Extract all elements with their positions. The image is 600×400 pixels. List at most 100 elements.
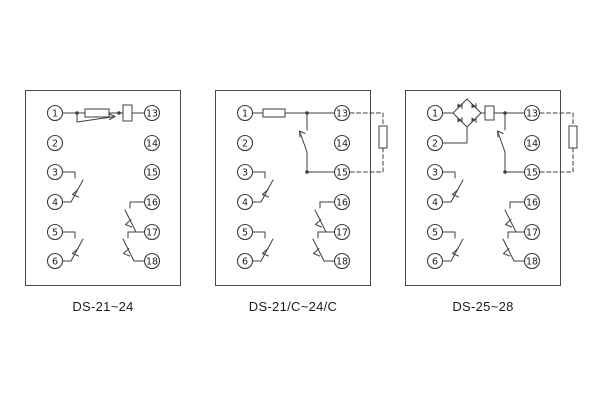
external-resistor-dashed-leads [349,112,384,173]
terminal-number: 15 [336,168,348,179]
relay-case-outline [25,90,181,286]
contact-arrow-icon [503,248,510,257]
terminal-3: 3 [46,163,64,181]
relay-case-outline [405,90,561,286]
terminal-number: 13 [146,109,158,120]
contact-arrow-icon [72,189,79,198]
terminal-number: 4 [52,198,58,209]
terminal-18: 18 [333,252,351,270]
terminal-15: 15 [143,163,161,181]
terminal-4: 4 [236,193,254,211]
terminal-5: 5 [236,223,254,241]
terminal-number: 16 [336,198,348,209]
terminal-4: 4 [426,193,444,211]
terminal-number: 5 [432,228,438,239]
terminal-number: 17 [146,228,158,239]
terminal-number: 18 [526,257,538,268]
terminal-number: 2 [242,139,248,150]
terminal-circle [426,223,444,241]
contact-16-17-blade [314,209,327,233]
terminal-2: 2 [46,134,64,152]
terminal-number: 6 [52,257,58,268]
relay-case-outline [215,90,371,286]
diode-icon [457,103,462,109]
terminal-number: 14 [336,139,348,150]
terminal-15: 15 [333,163,351,181]
terminal-number: 6 [242,257,248,268]
diagram-ds-25-28-svg: 1 2 3 4 5 6 13 14 15 16 17 18 [405,90,578,286]
contact-5-6-blade [62,238,84,262]
external-resistor-dashed-leads [539,112,574,173]
terminal-circle [523,104,541,122]
external-resistor-symbol [378,125,388,149]
terminal-18: 18 [523,252,541,270]
terminal-number: 16 [146,198,158,209]
contact-16-17-fixed [509,201,525,209]
contact-arrow-icon [262,189,269,198]
contact-16-17-blade [124,209,137,233]
terminal-number: 5 [242,228,248,239]
contact-5-6-blade [252,238,274,262]
terminal-circle [333,193,351,211]
terminal-16: 16 [523,193,541,211]
terminal-circle [426,193,444,211]
terminal-number: 6 [432,257,438,268]
terminal-circle [46,193,64,211]
terminal-5: 5 [46,223,64,241]
terminal-circle [236,193,254,211]
terminal-number: 4 [432,198,438,209]
terminal-16: 16 [143,193,161,211]
terminal-circle [523,223,541,241]
contact-arrow-icon [72,248,79,257]
contact-5-6-fixed [442,231,456,239]
terminal-17: 17 [523,223,541,241]
coil-symbol [262,108,286,118]
junction-dot [305,111,309,115]
terminal-6: 6 [236,252,254,270]
contact-arrow-icon [313,248,320,257]
terminal-circle [236,252,254,270]
contact-13-15-blade [299,130,308,173]
terminal-circle [236,163,254,181]
diode-icon [471,103,476,109]
terminal-14: 14 [143,134,161,152]
contact-3-4-fixed [442,171,456,179]
terminal-6: 6 [46,252,64,270]
diagram-ds-21-24: 1 2 3 4 5 6 13 14 15 16 17 18 DS-21~24 [25,90,215,314]
terminal-number: 3 [52,168,58,179]
terminal-circle [143,252,161,270]
terminal-3: 3 [236,163,254,181]
terminal-number: 1 [242,109,248,120]
terminal-circle [333,163,351,181]
junction-dot [75,111,79,115]
terminal-6: 6 [426,252,444,270]
contact-3-4-fixed [252,171,266,179]
contact-arrow-icon [109,113,116,120]
external-resistor-symbol [568,125,578,149]
contact-arrow-icon [452,248,459,257]
terminal-number: 15 [526,168,538,179]
terminal-circle [523,193,541,211]
terminal-2: 2 [236,134,254,152]
diagram-caption: DS-21~24 [72,299,134,314]
terminal-circle [333,252,351,270]
terminal-number: 16 [526,198,538,209]
contact-3-4-blade [442,179,464,203]
terminal-circle [426,134,444,152]
terminal-circle [426,252,444,270]
contact-arrow-icon [123,248,130,257]
terminal-13: 13 [143,104,161,122]
diagram-caption: DS-21/C~24/C [248,299,338,314]
terminal-circle [236,223,254,241]
terminal-circle [523,134,541,152]
junction-dot [305,170,309,174]
terminal-number: 1 [432,109,438,120]
diagram-ds-21c-24c: 1 2 3 4 5 6 13 14 15 16 17 18 DS-21/C~24… [215,90,405,314]
terminal-17: 17 [143,223,161,241]
contact-arrow-icon [315,219,322,228]
contact-17-18-blade [502,238,525,262]
terminal-number: 18 [336,257,348,268]
terminal-circle [333,223,351,241]
terminal-circle [236,104,254,122]
contact-branch-blade [76,112,116,123]
